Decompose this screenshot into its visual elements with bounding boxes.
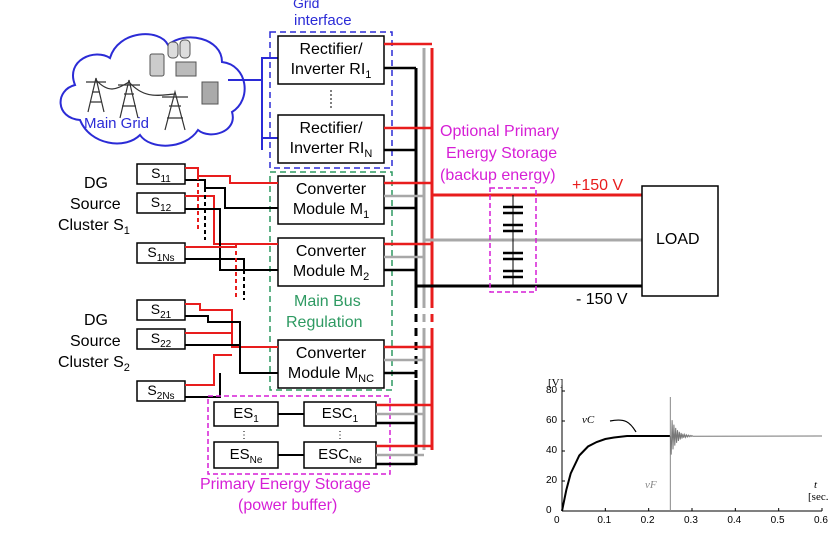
rectifier-n-box xyxy=(277,114,385,164)
es1-label: ES1 xyxy=(233,405,259,425)
power-plant-icon xyxy=(149,39,219,105)
voltage-chart xyxy=(561,385,823,512)
converter-m2-box xyxy=(277,237,385,287)
converter-m1-box xyxy=(277,175,385,225)
source-s12-box xyxy=(136,192,186,214)
chart-x-tick-label: 0.3 xyxy=(684,515,698,526)
source-s2ns-label: S2Ns xyxy=(147,382,175,402)
chart-x-tick-label: 0 xyxy=(554,515,560,526)
chart-y-tick-label: 40 xyxy=(546,445,558,456)
primary-storage-label-2: (power buffer) xyxy=(238,497,338,514)
source-s22-label: S22 xyxy=(150,330,172,350)
source-s11-box xyxy=(136,163,186,185)
svg-text:⋮: ⋮ xyxy=(239,430,249,441)
grid-interface-label-1: Grid xyxy=(293,0,320,11)
escne-box xyxy=(303,441,377,469)
series-vf-line xyxy=(669,420,823,455)
cluster-s1-title-1: DG xyxy=(84,175,108,192)
source-s21-label: S21 xyxy=(150,301,172,321)
optional-storage-box xyxy=(489,187,537,293)
chart-y-tick-label: 60 xyxy=(546,415,558,426)
chart-xlabel-t: t xyxy=(814,479,818,491)
esne-label: ESNe xyxy=(229,446,263,466)
esne-box xyxy=(213,441,279,469)
esc1-label: ESC1 xyxy=(321,405,359,425)
cluster-s2-title-1: DG xyxy=(84,312,108,329)
cluster-s1-title-3: Cluster S1 xyxy=(58,217,130,238)
source-s2ns-box xyxy=(136,380,186,402)
main-grid-label: Main Grid xyxy=(84,115,150,132)
chart-x-tick-label: 0.6 xyxy=(814,515,828,526)
power-pylon-icon xyxy=(86,77,188,131)
escne-label: ESCNe xyxy=(318,446,362,466)
chart-y-tick-label: 80 xyxy=(546,385,558,396)
capacitor-bank-icon xyxy=(503,195,523,286)
source-s1ns-box xyxy=(136,242,186,264)
grid-interface-box xyxy=(269,31,393,169)
series-vc-line xyxy=(561,435,671,512)
chart-xlabel-unit: [sec. xyxy=(808,491,829,503)
converter-mnc-box xyxy=(277,339,385,389)
chart-y-tick-label: 20 xyxy=(546,475,558,486)
vc-annotation-arrow xyxy=(609,419,637,433)
rectifier-1-label: Rectifier/Inverter RI1 xyxy=(290,41,372,82)
bus-neg-label: - 150 V xyxy=(576,291,628,308)
chart-y-tick-label: 0 xyxy=(546,505,552,516)
optional-storage-label-2: Energy Storage xyxy=(446,145,558,162)
main-bus-label-2: Regulation xyxy=(286,314,363,331)
cluster-s2-title-2: Source xyxy=(70,333,121,350)
primary-storage-box xyxy=(207,395,391,475)
source-s12-label: S12 xyxy=(150,194,172,214)
load-box xyxy=(641,185,719,297)
primary-storage-label-1: Primary Energy Storage xyxy=(200,476,371,493)
source-s11-label: S11 xyxy=(151,165,171,185)
rectifier-n-label: Rectifier/Inverter RIN xyxy=(289,120,373,161)
main-bus-label-1: Main Bus xyxy=(294,293,361,310)
series-vf-label: vF xyxy=(645,479,657,491)
rectifier-1-box xyxy=(277,35,385,85)
cluster-s1-title-2: Source xyxy=(70,196,121,213)
main-grid-cloud xyxy=(59,33,246,147)
grid-interface-label-2: interface xyxy=(294,12,352,29)
source-s1ns-label: S1Ns xyxy=(147,244,175,264)
chart-x-tick-label: 0.1 xyxy=(597,515,612,526)
optional-storage-label-3: (backup energy) xyxy=(440,167,556,184)
chart-x-tick-label: 0.2 xyxy=(640,515,655,526)
source-s21-box xyxy=(136,299,186,321)
load-label: LOAD xyxy=(656,231,700,248)
series-vc-label: vC xyxy=(582,414,595,426)
chart-ylabel: [V] xyxy=(548,377,564,389)
cluster-s2-title-3: Cluster S2 xyxy=(58,354,130,375)
chart-x-tick-label: 0.4 xyxy=(727,515,742,526)
optional-storage-label-1: Optional Primary xyxy=(440,123,560,140)
source-s22-box xyxy=(136,328,186,350)
chart-x-tick-label: 0.5 xyxy=(770,515,785,526)
svg-text:⋮: ⋮ xyxy=(335,430,345,441)
bus-pos-label: +150 V xyxy=(572,177,624,194)
main-bus-box xyxy=(269,171,393,391)
